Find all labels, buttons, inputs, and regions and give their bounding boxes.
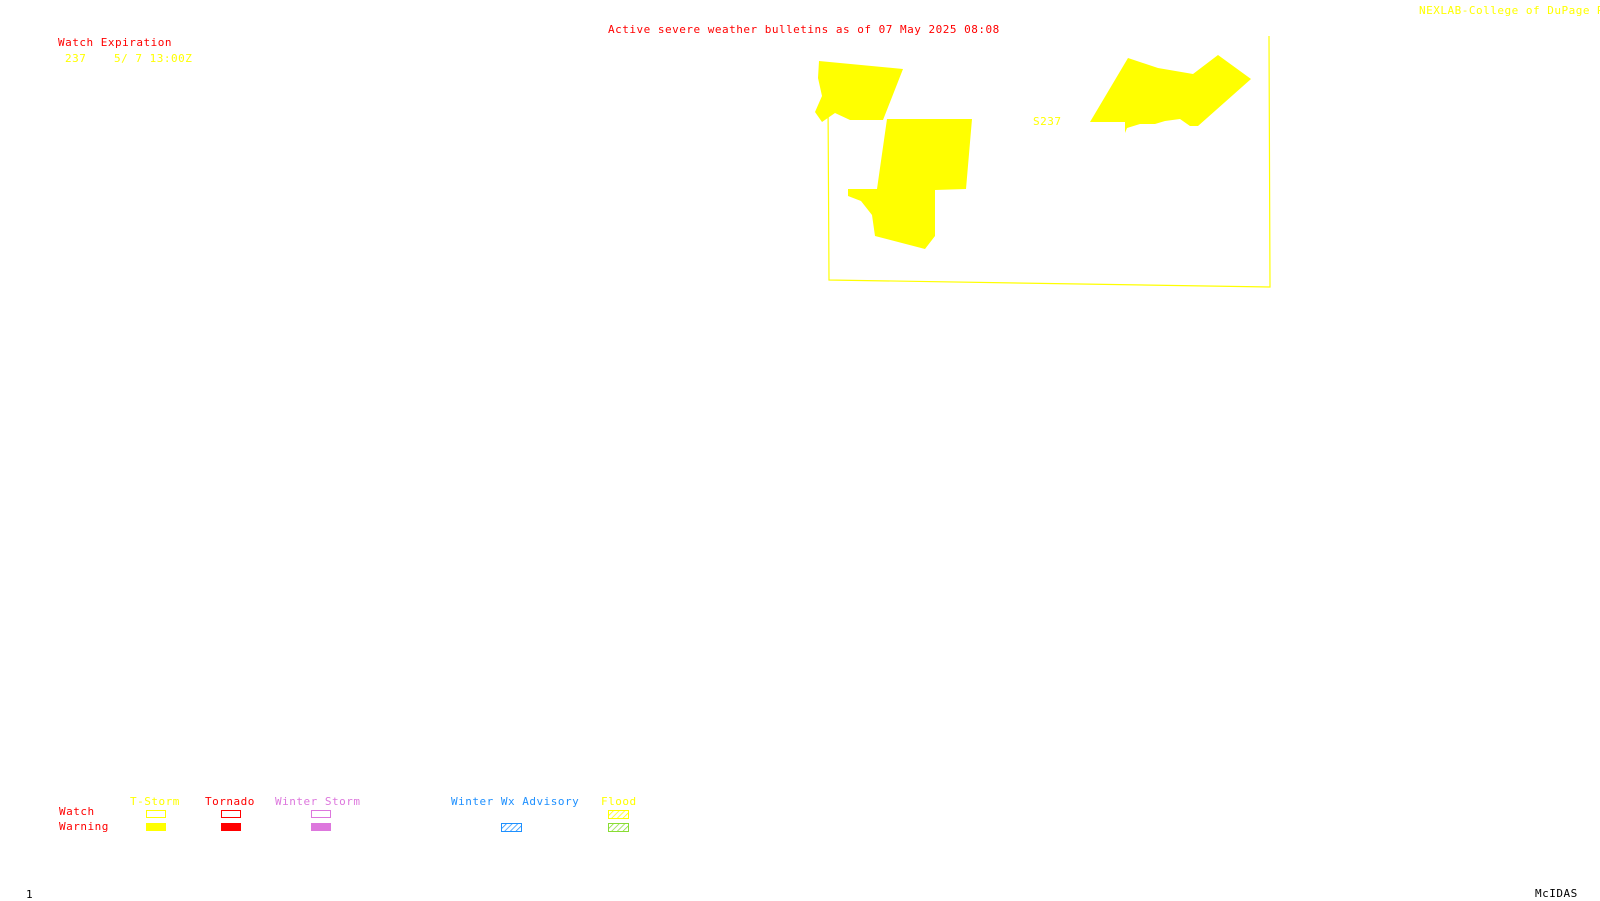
legend-tstorm-watch-swatch [146,810,166,818]
legend-winter-advisory-label: Winter Wx Advisory [451,795,580,808]
watch-table-heading: Watch Expiration [58,36,172,49]
watch-237-outline [827,35,1271,288]
legend-tstorm-warning-swatch [146,823,166,831]
watch-expiration-time: 5/ 7 13:00Z [114,52,193,65]
legend-row-label-watch: Watch [59,805,95,818]
legend-tstorm-label: T-Storm [130,795,180,808]
frame-number: 1 [26,888,34,901]
legend-winter-advisory-warning-swatch [501,823,522,832]
watch-county-polygon-3 [1090,55,1251,133]
software-label: McIDAS [1535,887,1578,900]
legend-winter-storm-warning-swatch [311,823,331,831]
legend-tornado-watch-swatch [221,810,241,818]
watch-county-polygon-2 [848,119,972,249]
legend-flood-watch-swatch [608,810,629,819]
legend-row-label-warning: Warning [59,820,109,833]
legend-flood-warning-swatch [608,823,629,832]
legend-winter-storm-watch-swatch [311,810,331,818]
watch-label: S237 [1033,115,1062,128]
legend-tornado-label: Tornado [205,795,255,808]
watch-id: 237 [65,52,87,65]
legend-tornado-warning-swatch [221,823,241,831]
credit-label: NEXLAB-College of DuPage R [1419,4,1600,17]
legend-flood-label: Flood [601,795,637,808]
legend-winter-storm-label: Winter Storm [275,795,361,808]
watch-county-polygon-1 [815,61,903,122]
page-title: Active severe weather bulletins as of 07… [608,23,1000,36]
